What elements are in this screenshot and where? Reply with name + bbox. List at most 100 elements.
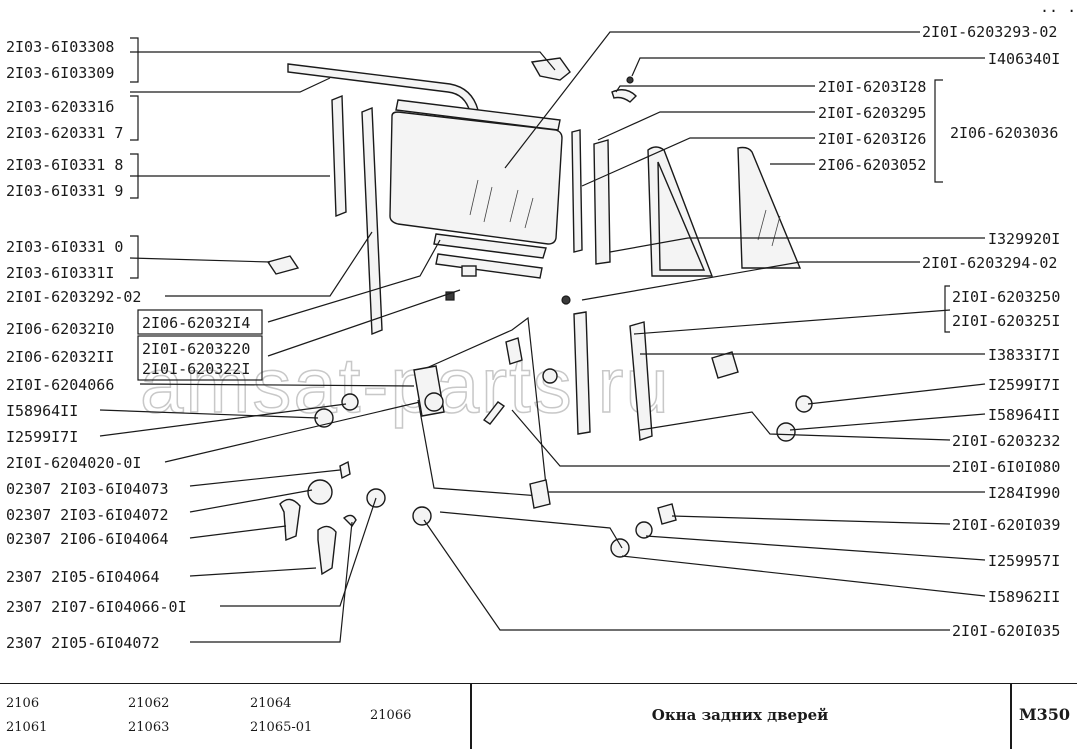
left-vertical-seal (331, 94, 347, 218)
regulator-bolt (711, 351, 739, 379)
label-2307-2105-6104072: 2307 2I05-6I04072 (6, 634, 160, 652)
vent-fastener (561, 295, 571, 305)
page-code: М350 (1018, 705, 1071, 724)
model-21061: 21061 (6, 720, 48, 735)
label-15896411-right: I58964II (988, 406, 1060, 424)
label-2106-6203211: 2I06-62032II (6, 348, 114, 366)
vent-window-inner (657, 161, 706, 271)
left-labels: 2I03-6I03308 2I03-6I03309 2I03-620331б 2… (6, 38, 250, 652)
label-2101-6204066: 2I0I-6204066 (6, 376, 114, 394)
vent-glass (737, 146, 802, 269)
label-2106-6203214: 2I06-62032I4 (142, 314, 250, 332)
label-2101-6203251: 2I0I-620325I (952, 312, 1060, 330)
label-2101-6203292-02: 2I0I-6203292-02 (6, 288, 141, 306)
label-2101-6203293-02: 2I0I-6203293-02 (922, 23, 1057, 41)
title-separator-left (470, 684, 472, 749)
label-15896211: I58962II (988, 588, 1060, 606)
nut-lower (610, 538, 630, 558)
label-12599571: I259957I (988, 552, 1060, 570)
nut-right (776, 422, 796, 442)
label-2103-6103309: 2I03-6I03309 (6, 64, 114, 82)
label-2101-6203220: 2I0I-6203220 (142, 340, 250, 358)
vent-handle (611, 89, 637, 103)
label-2103-6103318: 2I03-6I0331 8 (6, 156, 123, 174)
label-2307-2107-6104066-01: 2307 2I07-6I04066-0I (6, 598, 187, 616)
regulator-gear (424, 392, 444, 412)
washer-left (341, 393, 359, 411)
label-2103-6103308: 2I03-6I03308 (6, 38, 114, 56)
vent-post (593, 139, 611, 265)
label-2101-6204020-01: 2I0I-6204020-0I (6, 454, 141, 472)
label-12599171: I2599I7I (6, 428, 78, 446)
model-2106: 2106 (6, 696, 40, 711)
regulator-pulley-bottom (529, 479, 551, 509)
model-21064: 21064 (250, 696, 292, 711)
washer-bottom (412, 506, 432, 526)
regulator-cable-lower (417, 399, 541, 497)
glass-channel-lower (435, 253, 543, 279)
label-2101-6203126: 2I0I-6203I26 (818, 130, 926, 148)
regulator-rail (629, 321, 653, 441)
corner-mark: .. ... (1040, 0, 1077, 16)
washer-lower (635, 521, 653, 539)
regulator-cable (421, 316, 549, 505)
label-02307-2106-6104064: 02307 2I06-6I04064 (6, 530, 169, 548)
title-separator-right (1010, 684, 1012, 749)
label-2101-6203295: 2I0I-6203295 (818, 104, 926, 122)
glass-channel-upper (433, 233, 547, 259)
label-2103-6203316: 2I03-620331б (6, 98, 114, 116)
label-02307-2103-6104072: 02307 2I03-6I04072 (6, 506, 169, 524)
crank-spring (339, 460, 351, 480)
bolt-lower (657, 503, 677, 525)
right-labels: 2I0I-6203293-02 I406340I 2I0I-6203I28 2I… (818, 23, 1060, 640)
leader-lines (99, 31, 986, 643)
vent-screw (626, 76, 634, 84)
title-block: 2106 21061 21062 21063 21064 21065-01 21… (0, 683, 1077, 749)
label-2101-6201035: 2I0I-620I035 (952, 622, 1060, 640)
label-2103-6203317: 2I03-620331 7 (6, 124, 123, 142)
label-2101-6203128: 2I0I-6203I28 (818, 78, 926, 96)
label-13299201: I329920I (988, 230, 1060, 248)
label-2103-6103319: 2I03-6I0331 9 (6, 182, 123, 200)
model-21062: 21062 (128, 696, 170, 711)
label-2101-6203294-02: 2I0I-6203294-02 (922, 254, 1057, 272)
model-21065-01: 21065-01 (250, 720, 313, 735)
window-crank-b (317, 525, 337, 576)
label-12841990: I284I990 (988, 484, 1060, 502)
handle-bushing (307, 479, 333, 505)
label-2106-6203210: 2I06-62032I0 (6, 320, 114, 338)
washer-mid (542, 368, 558, 384)
label-15896411: I58964II (6, 402, 78, 420)
rear-guide (573, 311, 591, 435)
model-21066: 21066 (370, 708, 412, 723)
label-2106-6203036: 2I06-6203036 (950, 124, 1058, 142)
label-12599171-right: I2599I7I (988, 376, 1060, 394)
label-2101-6101080: 2I0I-6I0I080 (952, 458, 1060, 476)
window-crank-a (279, 498, 301, 542)
label-group-brackets (130, 37, 950, 381)
glass-bracket (530, 57, 571, 81)
label-2103-6103311: 2I03-6I0331I (6, 264, 114, 282)
parts-drawings (266, 57, 813, 576)
crank-retainer (342, 514, 357, 528)
regulator-tensioner (482, 401, 506, 425)
label-2101-6203232: 2I0I-6203232 (952, 432, 1060, 450)
label-13833171: I3833I7I (988, 346, 1060, 364)
label-2307-2105-6104064: 2307 2I05-6I04064 (6, 568, 160, 586)
label-2101-6201039: 2I0I-620I039 (952, 516, 1060, 534)
channel-clip (461, 265, 477, 277)
label-14063401: I406340I (988, 50, 1060, 68)
label-2106-6203052: 2I06-6203052 (818, 156, 926, 174)
label-2101-6203221: 2I0I-620322I (142, 360, 250, 378)
model-21063: 21063 (128, 720, 170, 735)
label-02307-2103-6104073: 02307 2I03-6I04073 (6, 480, 169, 498)
parts-diagram: amsat-parts.ru .. ... (6, 0, 1077, 652)
small-clip (445, 291, 455, 301)
guide-channel (361, 106, 383, 336)
inner-seal-strip (395, 99, 561, 131)
seal-clip (266, 255, 300, 275)
label-2101-6203250: 2I0I-6203250 (952, 288, 1060, 306)
label-2103-6103310: 2I03-6I0331 0 (6, 238, 123, 256)
regulator-pulley-top (505, 337, 523, 365)
vent-seal (571, 129, 583, 253)
